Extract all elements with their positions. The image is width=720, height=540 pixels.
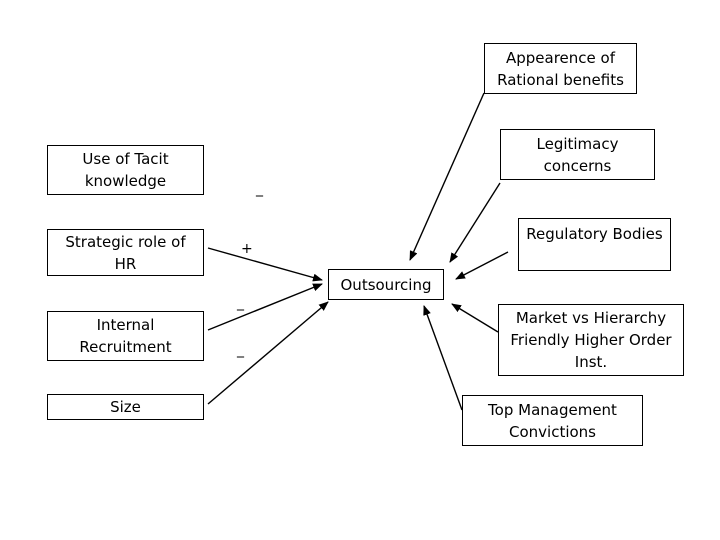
node-legitimacy-concerns: Legitimacy concerns bbox=[500, 129, 655, 180]
arrow-size-to-outsourcing bbox=[207, 301, 329, 405]
node-strategic-role-of-hr: Strategic role of HR bbox=[47, 229, 204, 276]
arrow-regulatory-to-outsourcing bbox=[455, 251, 509, 280]
node-label: Top Management Convictions bbox=[488, 400, 617, 441]
node-label: Internal Recruitment bbox=[79, 316, 172, 356]
arrow-strategic-hr-to-outsourcing bbox=[207, 247, 323, 282]
node-use-of-tacit-knowledge: Use of Tacit knowledge bbox=[47, 145, 204, 195]
node-label: Appearence of Rational benefits bbox=[497, 48, 624, 89]
node-internal-recruitment: Internal Recruitment bbox=[47, 311, 204, 361]
edge-sign-tacit: _ bbox=[256, 181, 263, 197]
arrow-legitimacy-to-outsourcing bbox=[449, 182, 501, 263]
arrow-internal-recruitment-to-outsourcing bbox=[207, 283, 323, 331]
node-regulatory-bodies: Regulatory Bodies bbox=[518, 218, 671, 271]
edge-sign-internal-recruitment: _ bbox=[237, 295, 244, 311]
edge-sign-size: _ bbox=[237, 342, 244, 358]
node-top-management-convictions: Top Management Convictions bbox=[462, 395, 643, 446]
arrow-market-hierarchy-to-outsourcing bbox=[451, 303, 499, 333]
node-label: Strategic role of HR bbox=[65, 232, 186, 273]
node-outsourcing: Outsourcing bbox=[328, 269, 444, 300]
node-label: Regulatory Bodies bbox=[526, 225, 663, 243]
node-size: Size bbox=[47, 394, 204, 420]
edge-sign-strategic-hr: + bbox=[241, 241, 253, 257]
node-label: Legitimacy concerns bbox=[536, 134, 619, 175]
node-label: Outsourcing bbox=[340, 275, 432, 294]
arrow-rational-benefits-to-outsourcing bbox=[409, 92, 485, 261]
node-label: Market vs Hierarchy Friendly Higher Orde… bbox=[510, 309, 672, 371]
node-market-vs-hierarchy: Market vs Hierarchy Friendly Higher Orde… bbox=[498, 304, 684, 376]
node-label: Size bbox=[110, 398, 141, 416]
node-appearence-of-rational-benefits: Appearence of Rational benefits bbox=[484, 43, 637, 94]
arrow-top-management-to-outsourcing bbox=[423, 305, 463, 411]
node-label: Use of Tacit knowledge bbox=[82, 150, 169, 190]
